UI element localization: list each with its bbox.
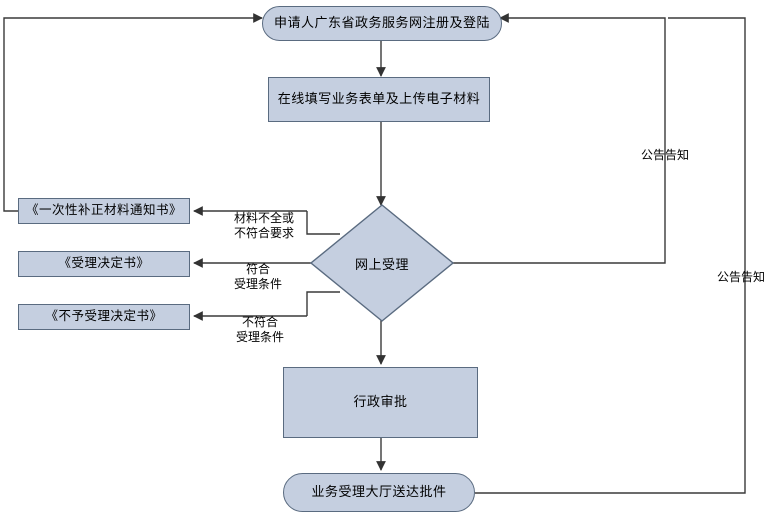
edge-label-meets-text: 符合 受理条件	[233, 262, 282, 291]
edge-accept-to-start-inner	[451, 13, 666, 264]
edge-label-announce-outer-text: 公告告知	[716, 270, 765, 284]
node-fill-form[interactable]: 在线填写业务表单及上传电子材料	[268, 77, 490, 122]
node-delivery-label: 业务受理大厅送达批件	[311, 484, 447, 500]
node-fill-form-label: 在线填写业务表单及上传电子材料	[277, 91, 481, 107]
node-delivery[interactable]: 业务受理大厅送达批件	[283, 473, 475, 512]
node-notice-correction[interactable]: 《一次性补正材料通知书》	[18, 198, 190, 224]
node-approval-label: 行政审批	[353, 394, 408, 410]
node-notice-reject-label: 《不予受理决定书》	[45, 309, 163, 324]
node-approval[interactable]: 行政审批	[283, 367, 478, 438]
edge-label-incomplete: 材料不全或 不符合要求	[222, 196, 306, 241]
edge-label-meets: 符合 受理条件	[212, 247, 304, 292]
node-notice-accept-label: 《受理决定书》	[58, 256, 150, 271]
node-online-accept[interactable]	[310, 204, 454, 322]
node-notice-accept[interactable]: 《受理决定书》	[18, 251, 190, 277]
node-notice-reject[interactable]: 《不予受理决定书》	[18, 304, 190, 330]
edge-label-announce-inner-text: 公告告知	[640, 148, 689, 162]
edge-correction-to-start	[3, 13, 263, 212]
node-start-label: 申请人广东省政务服务网注册及登陆	[273, 15, 490, 31]
edge-label-announce-inner: 公告告知	[633, 133, 697, 163]
edge-label-not-meets-text: 不符合 受理条件	[235, 315, 284, 344]
edge-label-not-meets: 不符合 受理条件	[214, 300, 306, 345]
edge-label-incomplete-text: 材料不全或 不符合要求	[233, 211, 294, 240]
edge-delivery-to-start-outer	[475, 17, 746, 494]
edge-branch-collector-bottom	[306, 291, 340, 316]
node-online-accept-label-wrap: 网上受理	[310, 204, 454, 322]
node-start[interactable]: 申请人广东省政务服务网注册及登陆	[262, 6, 502, 41]
node-notice-correction-label: 《一次性补正材料通知书》	[25, 203, 182, 218]
edge-label-announce-outer: 公告告知	[713, 255, 769, 285]
edge-branch-collector-top	[306, 211, 340, 235]
node-online-accept-label: 网上受理	[354, 256, 409, 272]
